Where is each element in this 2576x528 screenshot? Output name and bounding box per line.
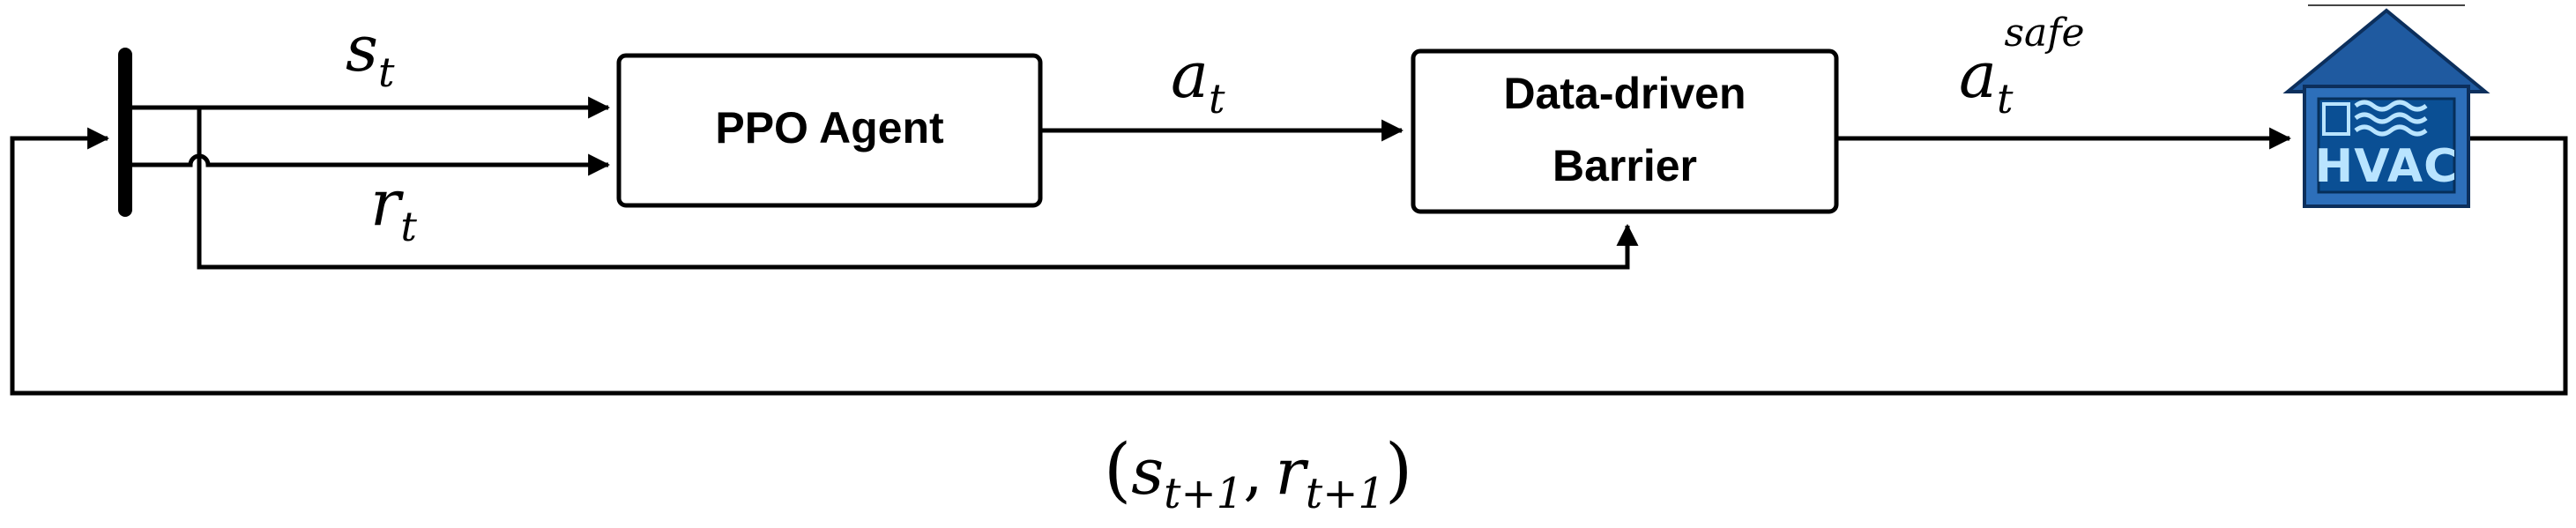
- barrier-label-line1: Data-driven: [1503, 69, 1746, 118]
- feedback-loop-wire: [10, 127, 2568, 396]
- state-branch-wire: [197, 108, 1639, 270]
- safe-action-label: atsafe: [1959, 11, 2085, 123]
- ppo-agent-label: PPO Agent: [715, 103, 944, 152]
- reward-wire: [132, 153, 611, 176]
- feedback-label: (st+1,rt+1): [1104, 428, 1412, 518]
- reward-label: rt: [370, 166, 417, 250]
- data-driven-barrier-block: [1411, 48, 1839, 214]
- action-label: at: [1171, 38, 1225, 123]
- state-label: st: [346, 11, 395, 96]
- barrier-label-line2: Barrier: [1552, 141, 1697, 190]
- hvac-label: HVAC: [2315, 140, 2459, 193]
- house-hvac-icon: HVAC: [2282, 4, 2490, 208]
